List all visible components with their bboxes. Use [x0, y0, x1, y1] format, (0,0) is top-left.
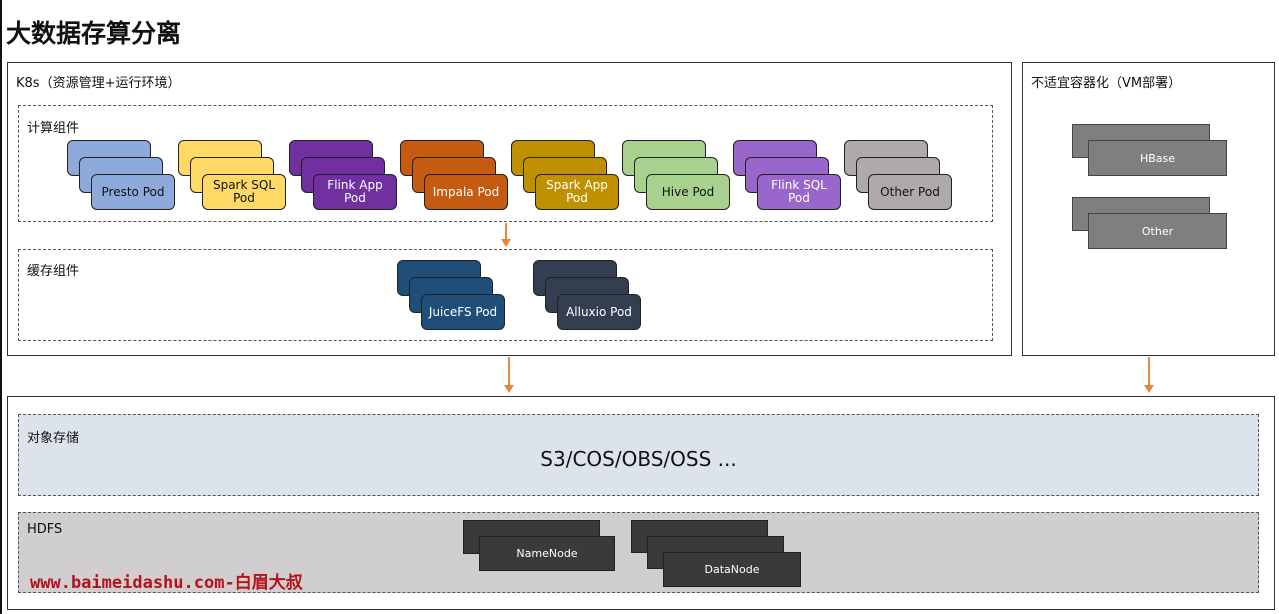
pod-card: Impala Pod — [424, 174, 508, 210]
pod-card: Flink App Pod — [313, 174, 397, 210]
arrow-head-k8s-to-storage — [504, 385, 514, 393]
arrow-vm-to-storage — [1148, 357, 1150, 385]
hdfs-label: HDFS — [27, 522, 63, 537]
pod-card: Alluxio Pod — [557, 294, 641, 330]
left-border-line — [0, 0, 2, 614]
compute-label: 计算组件 — [27, 121, 80, 136]
vm-item: HBase — [1088, 140, 1227, 176]
pod-card: Presto Pod — [91, 174, 175, 210]
pod-card: Flink SQL Pod — [757, 174, 841, 210]
arrow-compute-to-cache — [505, 223, 507, 239]
cache-box — [18, 249, 993, 341]
arrow-head-compute-to-cache — [501, 239, 511, 247]
vm-item: Other — [1088, 213, 1227, 249]
arrow-k8s-to-storage — [508, 357, 510, 385]
page-title: 大数据存算分离 — [6, 19, 182, 48]
pod-card: Spark SQL Pod — [202, 174, 286, 210]
watermark: www.baimeidashu.com-白眉大叔 — [30, 573, 303, 593]
pod-card: Hive Pod — [646, 174, 730, 210]
datanode-card: DataNode — [663, 552, 801, 587]
k8s-label: K8s（资源管理+运行环境） — [16, 76, 181, 91]
object-storage-label: 对象存储 — [27, 431, 80, 446]
pod-card: Other Pod — [868, 174, 952, 210]
object-storage-box — [18, 414, 1259, 496]
object-storage-content: S3/COS/OBS/OSS ... — [540, 447, 737, 471]
pod-card: JuiceFS Pod — [421, 294, 505, 330]
arrow-head-vm-to-storage — [1144, 385, 1154, 393]
vm-label: 不适宜容器化（VM部署） — [1031, 76, 1182, 91]
cache-label: 缓存组件 — [27, 264, 80, 279]
pod-card: Spark App Pod — [535, 174, 619, 210]
namenode-card: NameNode — [479, 536, 615, 571]
